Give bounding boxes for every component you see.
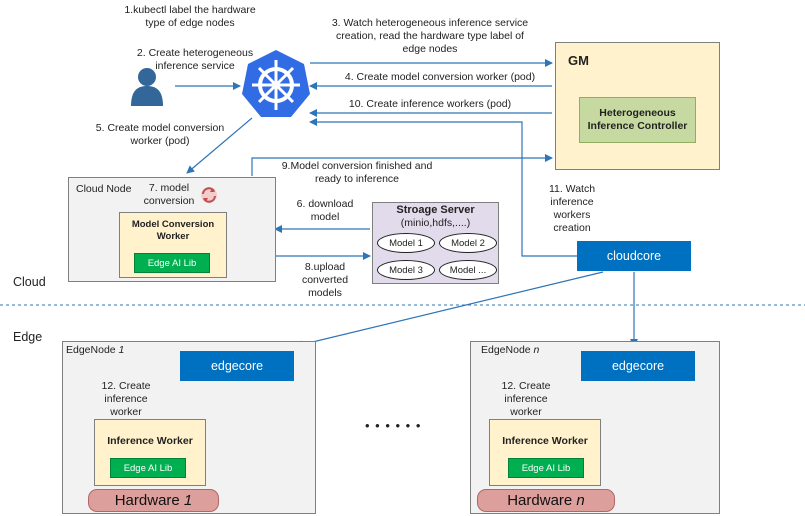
edge-node-n-box: EdgeNode n edgecore 12. Create inference… <box>470 341 720 514</box>
edgecore-1: edgecore <box>180 351 294 381</box>
step6-label: 6. download model <box>296 198 354 223</box>
inference-worker-1-label: Inference Worker <box>107 435 193 447</box>
gm-box: GM Heterogeneous Inference Controller <box>555 42 720 170</box>
model-n: Model ... <box>439 260 497 280</box>
edge-zone-label: Edge <box>13 330 43 344</box>
arrow-cloudcore-edgecore1 <box>295 271 604 349</box>
step10-label: 10. Create inference workers (pod) <box>348 98 512 110</box>
step9-label: 9.Model conversion finished and ready to… <box>281 160 433 185</box>
inference-worker-n: Inference Worker Edge AI Lib <box>489 419 601 486</box>
edge-node-1-title: EdgeNode 1 <box>66 344 125 356</box>
edge-ai-lib-1: Edge AI Lib <box>110 458 186 478</box>
refresh-cycle-icon <box>201 187 217 203</box>
step11-label: 11. Watch inference workers creation <box>548 183 596 234</box>
model-1: Model 1 <box>377 233 435 253</box>
cloud-node-title: Cloud Node <box>76 183 132 195</box>
hardware-n: Hardware n <box>477 489 615 512</box>
model-2: Model 2 <box>439 233 497 253</box>
heterogeneous-inference-controller: Heterogeneous Inference Controller <box>579 97 696 143</box>
cloudcore-box: cloudcore <box>577 241 691 271</box>
arrow-step9 <box>251 154 553 176</box>
arrow-step5 <box>186 117 253 174</box>
model-conversion-worker-label: Model Conversion Worker <box>131 219 215 242</box>
gm-title: GM <box>568 53 589 68</box>
step3-label: 3. Watch heterogeneous inference service… <box>331 17 529 55</box>
edge-node-ellipsis: • • • • • • <box>365 418 422 433</box>
user-icon <box>131 68 163 106</box>
inference-worker-1: Inference Worker Edge AI Lib <box>94 419 206 486</box>
step8-label: 8.upload converted models <box>301 261 349 299</box>
edge-node-1-box: EdgeNode 1 edgecore 12. Create inference… <box>62 341 316 514</box>
step12b-label: 12. Create inference worker <box>501 380 551 418</box>
cloud-node-box: Cloud Node 7. model conversion Model Con… <box>68 177 276 282</box>
cloud-zone-label: Cloud <box>13 275 46 289</box>
storage-title: Stroage Server <box>396 204 475 216</box>
step1-label: 1.kubectl label the hardware type of edg… <box>124 4 256 29</box>
step7-label: 7. model conversion <box>143 182 195 207</box>
edge-ai-lib-n: Edge AI Lib <box>508 458 584 478</box>
step2-label: 2. Create heterogeneous inference servic… <box>136 47 254 72</box>
inference-worker-n-label: Inference Worker <box>502 435 588 447</box>
edge-node-n-title: EdgeNode n <box>481 344 540 356</box>
step12a-label: 12. Create inference worker <box>101 380 151 418</box>
step4-label: 4. Create model conversion worker (pod) <box>344 71 536 83</box>
step5-label: 5. Create model conversion worker (pod) <box>95 122 225 147</box>
hardware-1: Hardware 1 <box>88 489 219 512</box>
storage-server-box: Stroage Server (minio,hdfs,....) Model 1… <box>372 202 499 284</box>
storage-subtitle: (minio,hdfs,....) <box>400 217 471 229</box>
kubernetes-helm-icon <box>242 50 310 117</box>
model-3: Model 3 <box>377 260 435 280</box>
edge-ai-lib-cloud: Edge AI Lib <box>134 253 210 273</box>
edgecore-n: edgecore <box>581 351 695 381</box>
arrow-step11 <box>309 118 577 257</box>
model-conversion-worker: Model Conversion Worker Edge AI Lib <box>119 212 227 278</box>
